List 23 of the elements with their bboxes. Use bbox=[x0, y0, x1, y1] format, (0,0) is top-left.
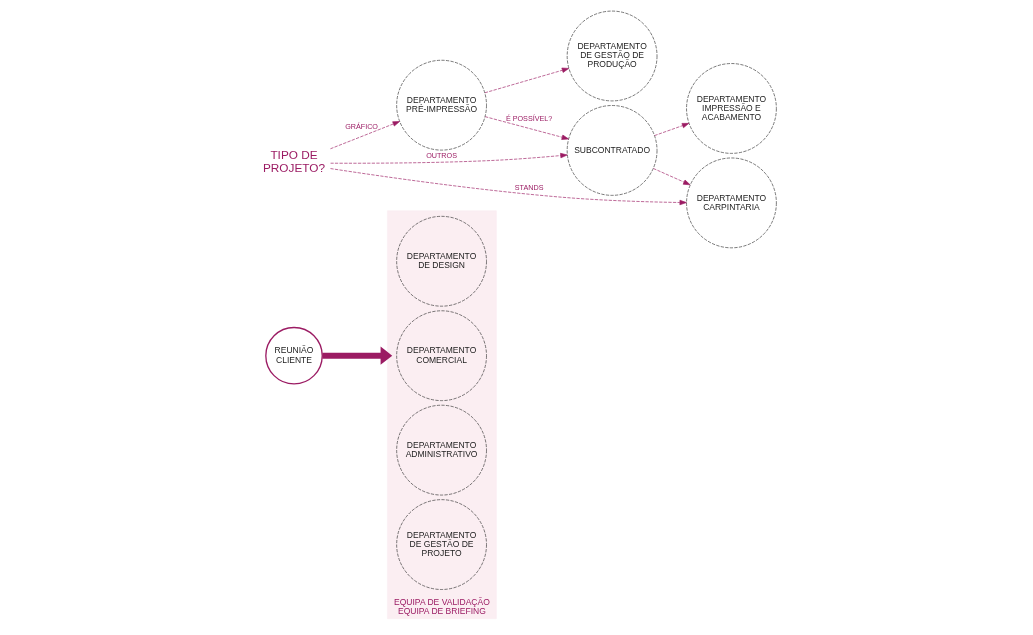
node-circle: DEPARTAMENTO COMERCIAL bbox=[395, 310, 487, 401]
node-circle: DEPARTAMENTO IMPRESSÃO E ACABAMENTO bbox=[685, 63, 777, 154]
node-circle: DEPARTAMENTO PRÉ-IMPRESSÃO bbox=[395, 59, 487, 151]
node-circle: DEPARTAMENTO ADMINISTRATIVO bbox=[395, 404, 487, 496]
arrow bbox=[321, 346, 392, 365]
node-circle: REUNIÃO CLIENTE bbox=[264, 326, 323, 385]
arrow bbox=[652, 168, 690, 186]
edge-label: É POSSÍVEL? bbox=[505, 113, 552, 123]
edge-label: OUTROS bbox=[425, 151, 457, 161]
node-circle: DEPARTAMENTO CARPINTARIA bbox=[685, 157, 777, 249]
edge-label: GRÁFICO bbox=[344, 121, 378, 131]
node-circle: DEPARTAMENTO DE GESTÃO DE PRODUÇÃO bbox=[566, 10, 657, 102]
node-circle: SUBCONTRATADO bbox=[566, 105, 657, 196]
arrow bbox=[329, 152, 568, 164]
node-circle: DEPARTAMENTO DE GESTÃO DE PROJETO bbox=[395, 499, 487, 590]
arrow bbox=[484, 116, 569, 140]
node-text: TIPO DE PROJETO? bbox=[262, 148, 325, 176]
node-circle: DEPARTAMENTO DE DESIGN bbox=[395, 216, 487, 307]
arrow bbox=[484, 67, 569, 94]
arrow bbox=[653, 123, 689, 136]
arrow bbox=[329, 168, 687, 206]
edge-label: STANDS bbox=[514, 182, 543, 192]
arrow bbox=[329, 121, 400, 150]
